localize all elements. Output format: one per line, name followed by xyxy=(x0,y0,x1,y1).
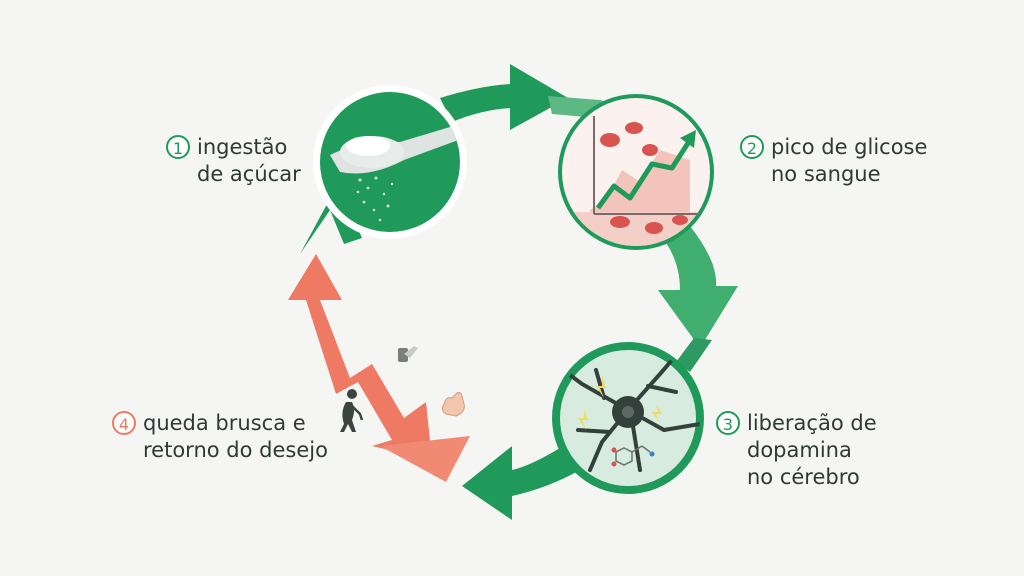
step-3-number: 3 xyxy=(716,411,740,435)
step-1-number: 1 xyxy=(166,135,190,159)
open-hand-icon xyxy=(441,391,465,417)
step-3-line-2: dopamina xyxy=(747,438,852,462)
blood-glucose-illustration xyxy=(558,94,714,250)
step-1-line-1: ingestão xyxy=(197,135,288,159)
arrow-dopamine-to-crash xyxy=(462,446,580,520)
sugar-jar-hand-icon xyxy=(398,346,418,362)
step-1-label: 1 ingestão de açúcar xyxy=(166,134,301,188)
arrow-crash-zigzag xyxy=(288,254,470,482)
step-2-line-1: pico de glicose xyxy=(771,135,928,159)
arrow-sugar-to-glucose xyxy=(440,64,568,130)
step-4-label: 4 queda brusca e retorno do desejo xyxy=(112,410,328,464)
neuron-dopamine-illustration xyxy=(552,342,704,494)
step-4-line-2: retorno do desejo xyxy=(143,438,328,462)
step-4-number: 4 xyxy=(112,411,136,435)
step-4-line-1: queda brusca e xyxy=(143,411,306,435)
step-2-number: 2 xyxy=(740,135,764,159)
step-3-line-3: no cérebro xyxy=(747,465,860,489)
step-2-line-2: no sangue xyxy=(771,162,881,186)
tired-person-icon xyxy=(340,389,364,432)
step-1-line-2: de açúcar xyxy=(197,162,301,186)
step-3-label: 3 liberação de dopamina no cérebro xyxy=(716,410,877,491)
step-3-line-1: liberação de xyxy=(747,411,877,435)
step-2-label: 2 pico de glicose no sangue xyxy=(740,134,927,188)
